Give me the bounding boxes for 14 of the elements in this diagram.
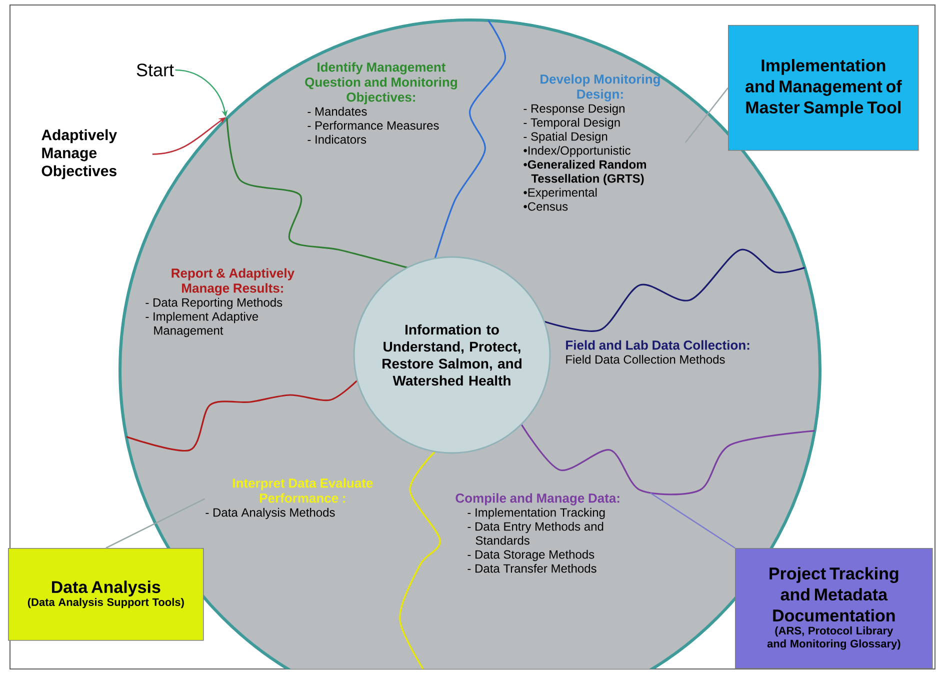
sector-text: Compile and Manage Data: - Implementation Tracking - Data Entry Methods and Standards - Data Storage Methods - Data Transfer Methods (456, 493, 620, 573)
leader-line (106, 498, 206, 549)
start-label: Start (136, 64, 174, 76)
sector-text: Develop Monitoring Design: - Response Design - Temporal Design - Spatial Design •Index/Opportunistic •Generalized Random Tessellation (GRTS) •Experimental •Census (524, 74, 660, 211)
sector-text: Report & Adaptively Manage Results: - Data Reporting Methods - Implement Adaptive Management (146, 268, 294, 338)
note-text: Adaptively Manage Objectives (42, 129, 117, 180)
leader-line (650, 492, 736, 549)
tool-box: Data Analysis (Data Analysis Support Tools) (8, 548, 204, 641)
leader-line (684, 88, 729, 143)
sector-text: Identify Management Question and Monitoring Objectives: - Mandates - Performance Measures - Indicators (305, 62, 457, 144)
tool-box: Implementation and Management of Master Sample Tool (728, 25, 919, 151)
sector-text: Field and Lab Data Collection: Field Data Collection Methods (566, 340, 750, 364)
tool-box: Project Tracking and Metadata Documentation (ARS, Protocol Library and Monitoring Glossary) (735, 548, 933, 669)
sector-text: Interpret Data Evaluate Performance : - Data Analysis Methods (206, 478, 373, 520)
